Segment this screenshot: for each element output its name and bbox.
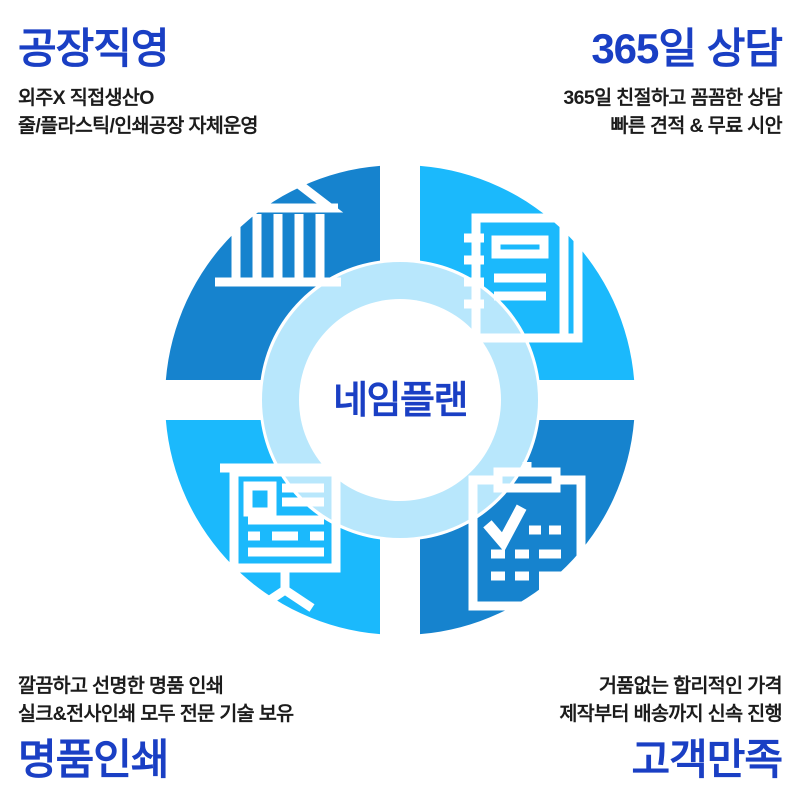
section-factory-description: 외주X 직접생산O 줄/플라스틱/인쇄공장 자체운영 [18, 85, 398, 140]
section-satisfaction-line-2: 제작부터 배송까지 신속 진행 [559, 702, 782, 725]
section-printing: 깔끔하고 선명한 명품 인쇄 실크&전사인쇄 모두 전문 기술 보유 명품인쇄 [18, 673, 398, 782]
section-printing-line-1: 깔끔하고 선명한 명품 인쇄 [18, 675, 224, 698]
section-printing-heading: 명품인쇄 [18, 735, 170, 783]
notebook-icon [464, 213, 583, 343]
section-factory: 공장직영 외주X 직접생산O 줄/플라스틱/인쇄공장 자체운영 [18, 26, 398, 141]
section-factory-line-2: 줄/플라스틱/인쇄공장 자체운영 [18, 115, 258, 138]
section-satisfaction: 거품없는 합리적인 가격 제작부터 배송까지 신속 진행 고객만족 [402, 673, 783, 783]
quadrant-top-left[interactable] [165, 165, 380, 380]
section-factory-line-1: 외주X 직접생산O [18, 87, 154, 110]
section-satisfaction-line-1: 거품없는 합리적인 가격 [598, 675, 783, 698]
presentation-board-icon [220, 463, 350, 612]
section-consulting-heading: 365일 상담 [591, 25, 783, 72]
section-factory-heading: 공장직영 [18, 25, 170, 72]
section-consulting-description: 365일 친절하고 꼼꼼한 상담 빠른 견적 & 무료 시안 [402, 85, 782, 140]
section-printing-line-2: 실크&전사인쇄 모두 전문 기술 보유 [18, 702, 294, 725]
clipboard-check-icon [468, 462, 586, 611]
section-consulting: 365일 상담 365일 친절하고 꼼꼼한 상담 빠른 견적 & 무료 시안 [402, 25, 783, 141]
section-satisfaction-description: 거품없는 합리적인 가격 제작부터 배송까지 신속 진행 [402, 673, 782, 728]
quadrant-bottom-left[interactable] [165, 420, 380, 635]
section-satisfaction-heading: 고객만족 [631, 735, 783, 783]
section-consulting-line-2: 빠른 견적 & 무료 시안 [610, 115, 783, 138]
center-circle [299, 299, 501, 501]
section-printing-description: 깔끔하고 선명한 명품 인쇄 실크&전사인쇄 모두 전문 기술 보유 [18, 673, 398, 728]
four-quadrant-donut-diagram [160, 160, 640, 640]
bank-building-icon [212, 162, 344, 287]
section-consulting-line-1: 365일 친절하고 꼼꼼한 상담 [563, 87, 782, 110]
